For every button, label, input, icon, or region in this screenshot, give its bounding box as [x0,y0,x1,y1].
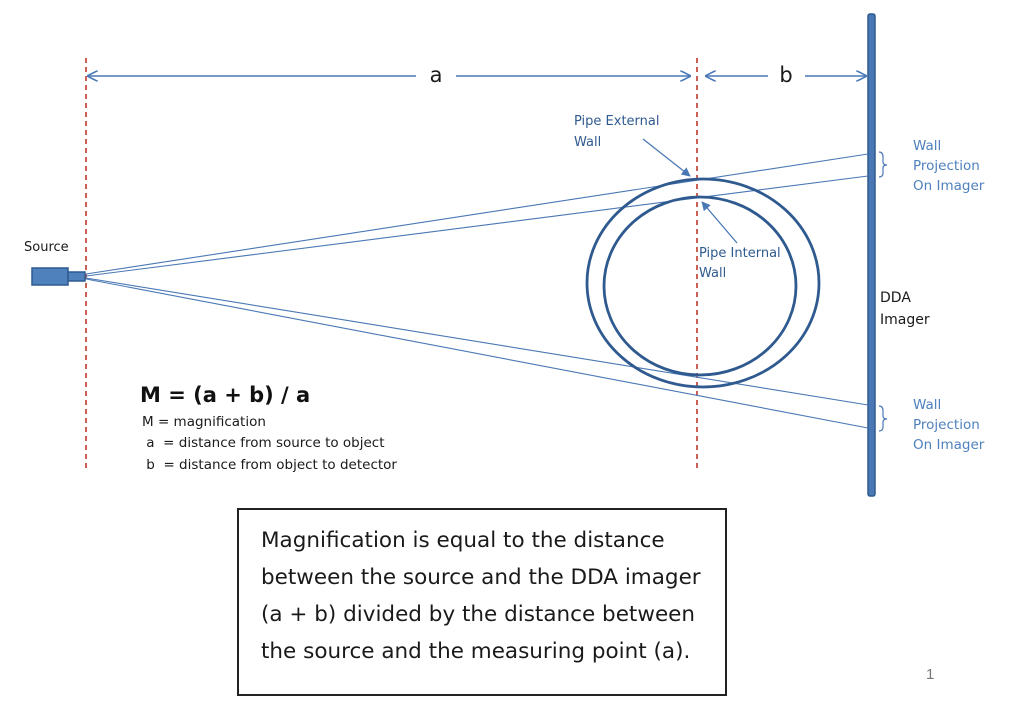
pipe-external-wall-label-line1: Pipe External [574,114,659,129]
wall-projection-bottom-line2: Projection [913,417,980,433]
pipe-internal-wall-label-line1: Pipe Internal [699,246,781,261]
pipe-external-wall-pointer [642,138,691,177]
dda-imager-plate [867,13,876,497]
wall-projection-bottom-bracket [878,405,888,432]
formula-def-m: M = magnification [142,414,266,430]
wall-projection-top-line1: Wall [913,138,941,154]
pipe-internal-wall [602,195,798,377]
wall-projection-top-line2: Projection [913,158,980,174]
pipe-external-wall-label-line2: Wall [574,135,601,150]
slide-number: 1 [926,666,935,683]
dimension-a-label: a [430,63,443,87]
wall-projection-bottom-line3: On Imager [913,437,985,453]
source-nozzle [67,271,86,282]
dimension-b-label: b [779,63,792,87]
pipe-internal-wall-label-line2: Wall [699,266,726,281]
dda-imager-label-line2: Imager [880,312,930,328]
wall-projection-bottom-line1: Wall [913,397,941,413]
ray-bottom-outer [85,278,869,429]
formula-def-a: a = distance from source to object [142,435,385,451]
caption-text: Magnification is equal to the distance b… [261,528,701,664]
ray-top-outer [85,153,869,275]
formula-main: M = (a + b) / a [140,383,310,407]
pipe-internal-wall-pointer [701,201,738,244]
ray-top-inner [85,175,869,277]
source-body [31,267,69,286]
source-label: Source [24,240,69,255]
wall-projection-top-bracket [878,151,888,178]
ray-bottom-inner [85,277,869,406]
pipe-external-wall [585,177,821,389]
formula-def-b: b = distance from object to detector [142,457,397,473]
wall-projection-top-line3: On Imager [913,178,985,194]
dda-imager-label-line1: DDA [880,290,911,306]
caption-box: Magnification is equal to the distance b… [237,508,727,696]
